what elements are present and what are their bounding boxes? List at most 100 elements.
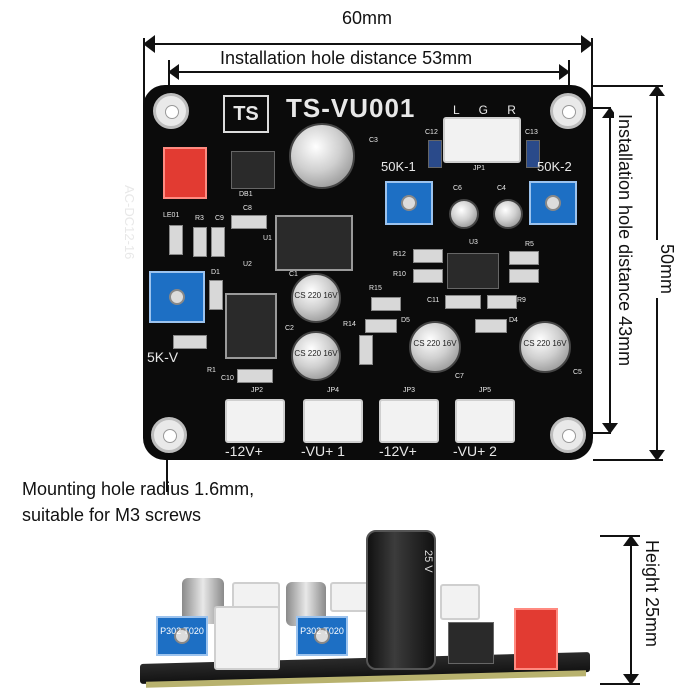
ref-r15: R15	[369, 285, 382, 292]
regulator-u1	[275, 215, 353, 271]
mounting-hole-bottom-left	[151, 417, 187, 453]
capacitor-c1	[291, 273, 341, 323]
ref-c9: C9	[215, 215, 224, 222]
mounting-hole-bottom-right	[550, 417, 586, 453]
side-big-capacitor	[366, 530, 436, 670]
ref-r9: R9	[517, 297, 526, 304]
capacitor-c10	[237, 369, 273, 383]
side-header-2	[330, 582, 370, 612]
side-pot-1	[156, 616, 208, 656]
capacitor-c13	[526, 140, 540, 168]
logo-text: TS	[233, 102, 259, 125]
ref-c5: C5	[573, 369, 582, 376]
pcb-board: TS TS-VU001 L G R JP1 AC-DC12-16 C3 C12 …	[122, 85, 593, 460]
capacitor-c8	[231, 215, 267, 229]
header-jp2	[225, 399, 285, 443]
ts-logo: TS	[223, 95, 269, 133]
power-terminal	[163, 147, 207, 199]
ref-d1: D1	[211, 269, 220, 276]
capacitor-c2	[291, 331, 341, 381]
capacitor-c5	[519, 321, 571, 373]
header-jp3	[379, 399, 439, 443]
ref-u2: U2	[243, 261, 252, 268]
ref-u1: U1	[263, 235, 272, 242]
side-cap-voltage: 25 V	[422, 550, 434, 573]
ref-c10: C10	[221, 375, 234, 382]
ref-c8: C8	[243, 205, 252, 212]
side-pot-2-code: P302 T020	[300, 626, 344, 636]
side-regulator	[448, 622, 494, 664]
header-jp5	[455, 399, 515, 443]
capacitor-c11	[445, 295, 481, 309]
mounting-hole-top-left	[153, 93, 189, 129]
side-height-dimension	[621, 535, 641, 685]
connector-label-3: -12V+	[379, 443, 417, 459]
ref-r10: R10	[393, 271, 406, 278]
ref-d4: D4	[509, 317, 518, 324]
ref-c1: C1	[289, 271, 298, 278]
resistor-r9	[487, 295, 517, 309]
jp4-label: JP4	[327, 387, 340, 394]
pot-label-50k-2: 50K-2	[537, 159, 572, 174]
jp2-label: JP2	[251, 387, 264, 394]
capacitor-c12	[428, 140, 442, 168]
resistor-r15	[371, 297, 401, 311]
potentiometer-50k-1	[385, 181, 433, 225]
capacitor-c7	[409, 321, 461, 373]
ref-c13: C13	[525, 129, 538, 136]
ref-c12: C12	[425, 129, 438, 136]
resistor-r10	[413, 269, 443, 283]
header-jp4	[303, 399, 363, 443]
side-connector-lgr	[214, 606, 280, 670]
ref-u3: U3	[469, 239, 478, 246]
mount-note-line1: Mounting hole radius 1.6mm,	[22, 479, 255, 499]
ref-c3: C3	[369, 137, 378, 144]
diode-d4	[475, 319, 507, 333]
jp1-label: JP1	[473, 165, 486, 172]
resistor-r14	[359, 335, 373, 365]
ref-d5: D5	[401, 317, 410, 324]
side-pot-1-code: P302 T020	[160, 626, 204, 636]
capacitor-c3	[289, 123, 355, 189]
capacitor-c6	[449, 199, 479, 229]
diode-d5	[365, 319, 397, 333]
mount-note-line2: suitable for M3 screws	[22, 505, 202, 525]
hole-distance-horizontal: Installation hole distance 53mm	[168, 48, 570, 88]
ref-c6: C6	[453, 185, 462, 192]
connector-label-1: -12V+	[225, 443, 263, 459]
jp5-label: JP5	[479, 387, 492, 394]
ref-c2: C2	[285, 325, 294, 332]
cap-text-c2: CS 220 16V	[294, 349, 338, 358]
side-view-photo: P302 T020 P302 T020 25 V	[140, 530, 600, 700]
capacitor-c4	[493, 199, 523, 229]
ref-c4: C4	[497, 185, 506, 192]
diode-d1	[209, 280, 223, 310]
hole-distance-vertical	[600, 107, 620, 434]
thickness-label: Height 25mm	[642, 540, 662, 648]
cap-text-c5: CS 220 16V	[523, 339, 567, 348]
connector-label-4: -VU+ 2	[453, 443, 497, 459]
side-power-terminal	[514, 608, 558, 670]
side-pot-2	[296, 616, 348, 656]
lgr-label: L G R	[453, 103, 524, 117]
resistor-5k-v	[173, 335, 207, 349]
ref-le01: LE01	[163, 212, 180, 219]
board-title: TS-VU001	[286, 93, 416, 123]
resistor-r5	[509, 251, 539, 265]
ref-r14: R14	[343, 321, 356, 328]
connector-label-2: -VU+ 1	[301, 443, 345, 459]
power-label: AC-DC12-16	[122, 185, 137, 260]
width-dimension: 60mm	[143, 8, 593, 60]
ref-db1: DB1	[239, 191, 253, 198]
resistor-r3	[193, 227, 207, 257]
potentiometer-5k-v	[149, 271, 205, 323]
mounting-hole-top-right	[550, 93, 586, 129]
ref-r12: R12	[393, 251, 406, 258]
pot-label-5k-v: 5K-V	[147, 349, 179, 365]
ref-r1: R1	[207, 367, 216, 374]
potentiometer-50k-2	[529, 181, 577, 225]
resistor-r12	[413, 249, 443, 263]
ref-r3: R3	[195, 215, 204, 222]
ref-c11: C11	[427, 297, 440, 304]
width-label: 60mm	[338, 8, 397, 29]
